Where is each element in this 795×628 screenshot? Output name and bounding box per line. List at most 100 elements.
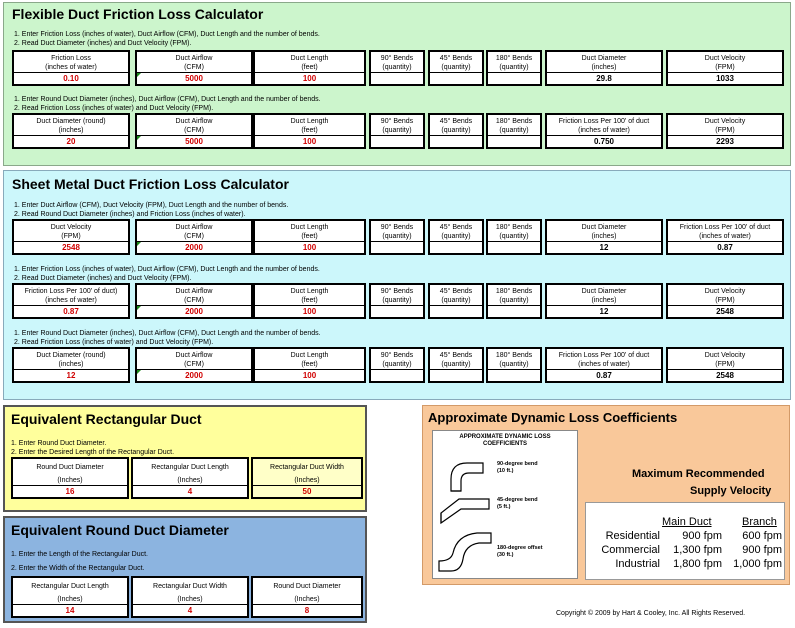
input-field[interactable]: 100 [255,241,364,253]
input-field[interactable] [430,241,482,253]
friction-loss-per-100-of-duct-box: Friction Loss Per 100' of duct)(inches o… [12,283,130,319]
field-label: Duct Diameter(inches) [581,224,627,240]
input-field[interactable]: 100 [255,72,364,84]
field-label: Friction Loss Per 100' of duct(inches of… [558,352,650,368]
input-field[interactable] [371,305,423,317]
instruction-line: 2. Read Friction Loss (inches of water) … [14,339,214,346]
row-label: Industrial [615,558,660,570]
branch-value: 1,000 fpm [733,558,782,570]
duct-diameter-box: Duct Diameter(inches)12 [545,283,663,319]
input-field[interactable] [371,241,423,253]
field-label: Duct Diameter(inches) [581,55,627,71]
input-field[interactable]: 14 [13,604,127,616]
field-label: Friction Loss Per 100' of duct(inches of… [679,224,771,240]
input-field[interactable] [430,369,482,381]
bend-label: 180-degree offset [497,545,543,551]
input-field[interactable]: 2000 [137,305,251,317]
figure-title: APPROXIMATE DYNAMIC LOSS [459,434,551,440]
result-value: 2548 [668,369,782,381]
input-field[interactable] [371,72,423,84]
result-value: 0.87 [668,241,782,253]
field-label: Friction Loss Per 100' of duct(inches of… [558,118,650,134]
row-label: Residential [605,530,660,542]
input-field[interactable] [371,369,423,381]
duct-diameter-box: Duct Diameter(inches)12 [545,219,663,255]
input-field[interactable]: 12 [14,369,128,381]
duct-length-box: Duct Length(feet)100 [253,113,366,149]
input-field[interactable] [371,135,423,147]
field-label: Duct Diameter(inches) [581,288,627,304]
instruction-line: 2. Read Duct Diameter (inches) and Duct … [14,275,192,282]
90-bends-box: 90° Bends(quantity) [369,113,425,149]
field-label: 45° Bends(quantity) [439,224,473,240]
field-label: Duct Velocity(FPM) [704,288,746,304]
rectangular-duct-width-box: Rectangular Duct Width(Inches)4 [131,576,249,618]
input-field[interactable]: 4 [133,604,247,616]
90-bends-box: 90° Bends(quantity) [369,347,425,383]
round-duct-diameter-box: Round Duct Diameter(Inches)8 [251,576,363,618]
field-label: 180° Bends(quantity) [495,55,533,71]
input-field[interactable]: 5000 [137,135,251,147]
180-bends-box: 180° Bends(quantity) [486,347,542,383]
input-field[interactable] [430,305,482,317]
input-field[interactable]: 2000 [137,369,251,381]
input-field[interactable]: 4 [133,485,247,497]
field-label: 45° Bends(quantity) [439,118,473,134]
main-value: 900 fpm [682,530,722,542]
duct-velocity-box: Duct Velocity(FPM)2293 [666,113,784,149]
instruction-line: 2. Enter the Width of the Rectangular Du… [11,565,145,572]
field-label: 180° Bends(quantity) [495,118,533,134]
input-field[interactable]: 2548 [14,241,128,253]
field-label: Rectangular Duct Width(Inches) [270,464,344,484]
instruction-line: 1. Enter the Length of the Rectangular D… [11,551,148,558]
main-value: 1,800 fpm [673,558,722,570]
input-field[interactable]: 100 [255,305,364,317]
main-value: 1,300 fpm [673,544,722,556]
input-field[interactable]: 0.87 [14,305,128,317]
input-field[interactable] [488,135,540,147]
equivalent-rectangular-panel: Equivalent Rectangular Duct 1. Enter Rou… [3,405,367,512]
duct-diameter-box: Duct Diameter(inches)29.8 [545,50,663,86]
branch-value: 600 fpm [742,530,782,542]
input-field[interactable] [430,135,482,147]
input-field[interactable]: 20 [14,135,128,147]
field-label: Friction Loss(inches of water) [45,55,97,71]
instruction-line: 2. Enter the Desired Length of the Recta… [11,449,175,456]
instruction-line: 2. Read Friction Loss (inches of water) … [14,105,214,112]
input-field[interactable]: 100 [255,135,364,147]
field-label: Duct Velocity(FPM) [704,55,746,71]
bend-value: (5 ft.) [497,504,511,510]
180-bends-box: 180° Bends(quantity) [486,113,542,149]
bend-value: (10 ft.) [497,468,514,474]
field-label: Duct Airflow(CFM) [175,224,213,240]
field-label: Duct Airflow(CFM) [175,288,213,304]
result-value: 50 [253,485,361,497]
input-field[interactable]: 2000 [137,241,251,253]
bend-90-icon [450,462,484,492]
input-field[interactable]: 5000 [137,72,251,84]
input-field[interactable]: 0.10 [14,72,128,84]
field-label: Duct Velocity(FPM) [704,352,746,368]
input-field[interactable]: 100 [255,369,364,381]
field-label: 90° Bends(quantity) [380,55,414,71]
45-bends-box: 45° Bends(quantity) [428,347,484,383]
input-field[interactable] [430,72,482,84]
duct-airflow-box: Duct Airflow(CFM)2000 [135,219,253,255]
input-field[interactable] [488,72,540,84]
duct-length-box: Duct Length(feet)100 [253,347,366,383]
input-field[interactable]: 16 [13,485,127,497]
duct-length-box: Duct Length(feet)100 [253,219,366,255]
instruction-line: 1. Enter Round Duct Diameter. [11,440,107,447]
flexible-duct-title: Flexible Duct Friction Loss Calculator [12,6,264,22]
input-field[interactable] [488,369,540,381]
input-field[interactable] [488,241,540,253]
input-field[interactable] [488,305,540,317]
bend-value: (30 ft.) [497,552,514,558]
45-bends-box: 45° Bends(quantity) [428,283,484,319]
duct-airflow-box: Duct Airflow(CFM)2000 [135,283,253,319]
rectangular-duct-length-box: Rectangular Duct Length(Inches)4 [131,457,249,499]
instruction-line: 1. Enter Round Duct Diameter (inches), D… [14,330,321,337]
result-value: 0.750 [547,135,661,147]
field-label: Duct Length(feet) [290,288,329,304]
duct-airflow-box: Duct Airflow(CFM)5000 [135,113,253,149]
